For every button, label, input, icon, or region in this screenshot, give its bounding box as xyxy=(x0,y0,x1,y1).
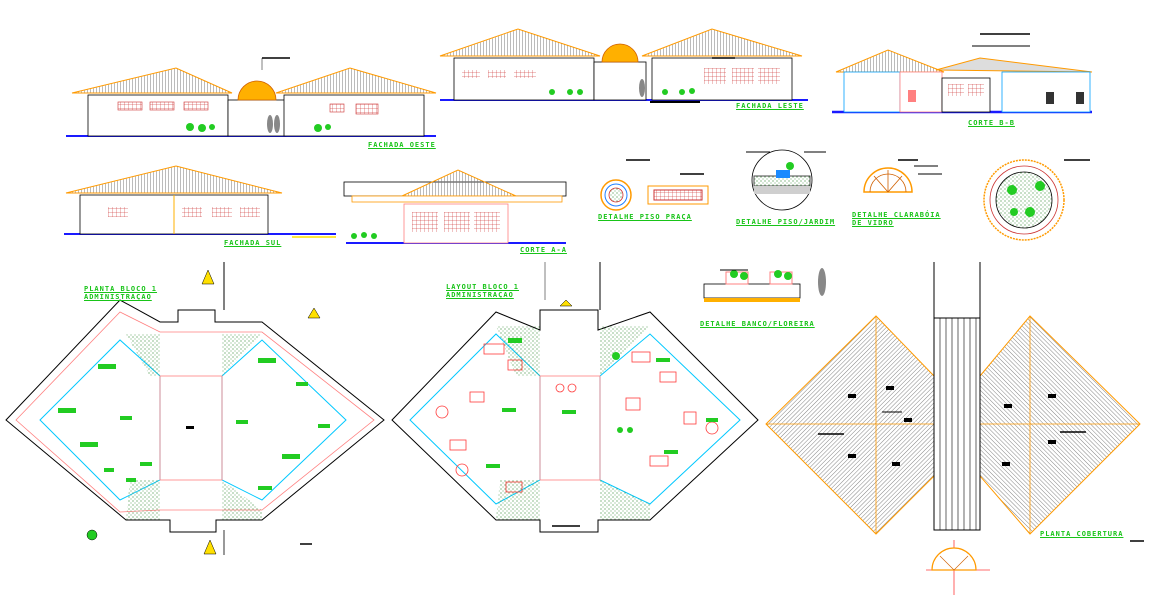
detalhe-claraboia xyxy=(863,159,942,193)
fachada-sul xyxy=(64,165,336,238)
fachada-leste xyxy=(439,28,808,103)
label-corte-bb: CORTE B-B xyxy=(968,119,1015,127)
label-fachada-leste: FACHADA LESTE xyxy=(736,102,804,110)
label-planta-bloco: PLANTA BLOCO 1 ADMINISTRAÇÃO xyxy=(84,285,158,301)
label-fachada-oeste: FACHADA OESTE xyxy=(368,141,436,149)
detalhe-circular xyxy=(983,159,1090,241)
label-detalhe-piso-jardim: DETALHE PISO/JARDIM xyxy=(736,218,836,226)
human-figure-icon xyxy=(267,115,280,133)
corte-bb xyxy=(832,33,1093,114)
label-detalhe-claraboia: DETALHE CLARABÓIA DE VIDRO xyxy=(852,211,941,227)
label-fachada-sul: FACHADA SUL xyxy=(224,239,282,247)
detalhe-piso-praca xyxy=(600,159,709,211)
label-detalhe-piso-praca: DETALHE PISO PRAÇA xyxy=(598,213,692,221)
planta-cobertura xyxy=(765,262,1144,595)
label-corte-aa: CORTE A-A xyxy=(520,246,567,254)
label-layout-bloco: LAYOUT BLOCO 1 ADMINISTRAÇÃO xyxy=(446,283,520,299)
planta-bloco-1 xyxy=(5,262,385,555)
layout-bloco-1 xyxy=(391,262,759,533)
tree-icon xyxy=(186,123,331,132)
north-arrow-icon xyxy=(86,269,321,555)
label-detalhe-banco: DETALHE BANCO/FLOREIRA xyxy=(700,320,815,328)
detalhe-piso-jardim xyxy=(746,149,826,211)
fachada-oeste xyxy=(66,57,437,137)
corte-aa xyxy=(343,169,567,244)
detalhe-banco xyxy=(703,268,826,302)
label-planta-cobertura: PLANTA COBERTURA xyxy=(1040,530,1124,538)
